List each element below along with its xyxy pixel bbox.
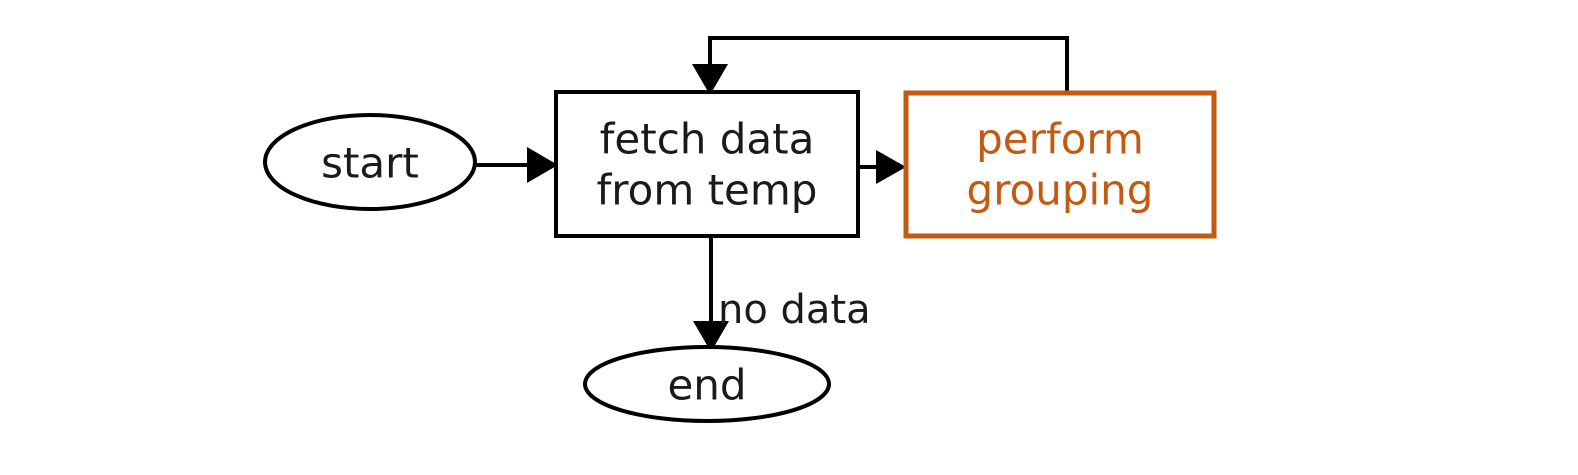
node-grouping-label-line2: grouping <box>967 166 1154 215</box>
edge-grouping-to-fetch-path <box>708 36 1069 93</box>
edge-start-to-fetch[interactable] <box>476 147 558 183</box>
node-fetch-data-from-temp[interactable]: fetch data from temp <box>554 90 860 238</box>
node-layer: start fetch data from temp perform group… <box>263 90 1217 423</box>
node-fetch-rect <box>554 90 860 238</box>
edge-label-layer: no data <box>718 287 871 333</box>
node-end-label: end <box>667 361 746 410</box>
node-end-ellipse <box>583 345 831 423</box>
edge-grouping-to-fetch[interactable] <box>692 36 1069 95</box>
edge-fetch-to-end-arrowhead <box>693 321 729 352</box>
edge-fetch-to-end[interactable] <box>693 236 729 352</box>
node-start-ellipse <box>263 113 477 211</box>
edge-start-to-fetch-arrowhead <box>527 147 558 183</box>
node-grouping-rect <box>903 90 1217 239</box>
edge-fetch-to-grouping-arrowhead <box>876 150 906 184</box>
node-fetch-label-line1: fetch data <box>600 115 815 164</box>
node-start[interactable]: start <box>263 113 477 211</box>
node-fetch-label-line2: from temp <box>597 166 818 215</box>
node-grouping-label-line1: perform <box>976 115 1144 164</box>
edge-layer <box>476 36 1069 352</box>
edge-grouping-to-fetch-arrowhead <box>692 64 728 95</box>
edge-fetch-to-grouping[interactable] <box>858 150 906 184</box>
node-end[interactable]: end <box>583 345 831 423</box>
edge-label-no-data: no data <box>718 287 871 333</box>
node-perform-grouping[interactable]: perform grouping <box>903 90 1217 239</box>
node-start-label: start <box>321 139 419 188</box>
